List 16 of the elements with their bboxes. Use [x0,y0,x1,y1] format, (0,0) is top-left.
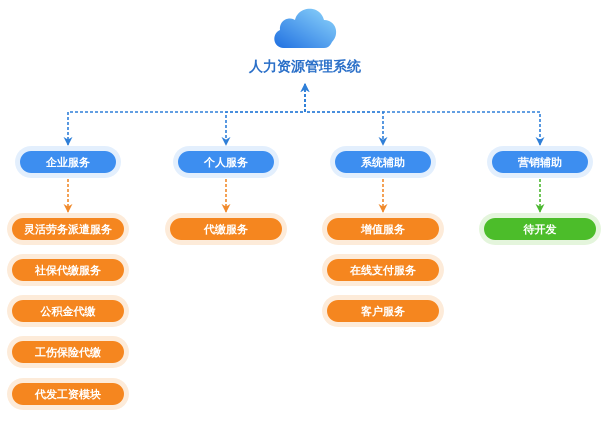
service-pill: 待开发 [484,218,596,240]
category-pill: 企业服务 [20,151,116,173]
service-pill: 公积金代缴 [12,300,124,322]
service-pill: 工伤保险代缴 [12,341,124,363]
category-pill: 个人服务 [178,151,274,173]
service-pill: 增值服务 [327,218,439,240]
service-pill: 社保代缴服务 [12,259,124,281]
category-pill: 系统辅助 [335,151,431,173]
service-pill: 灵活劳务派遣服务 [12,218,124,240]
service-pill: 在线支付服务 [327,259,439,281]
service-pill: 客户服务 [327,300,439,322]
arrow [300,83,544,146]
system-title: 人力资源管理系统 [248,58,362,76]
service-pill: 代缴服务 [170,218,282,240]
service-pill: 代发工资模块 [12,383,124,405]
category-pill: 营销辅助 [492,151,588,173]
